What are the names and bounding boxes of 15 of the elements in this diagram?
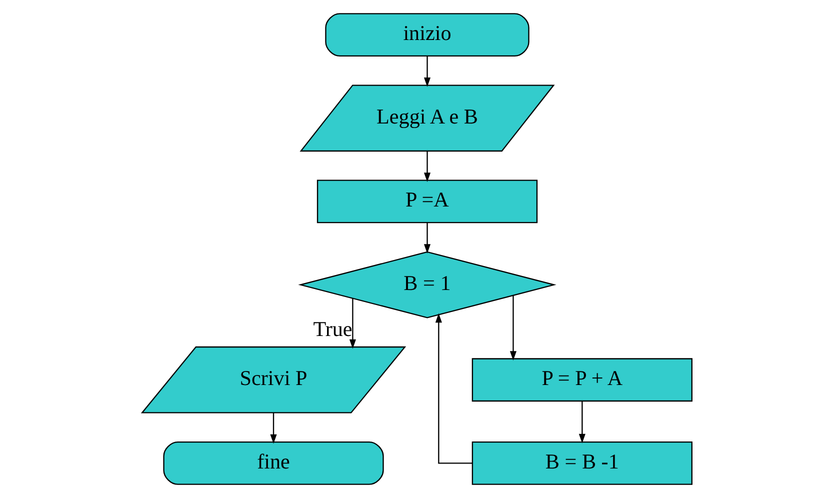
node-diamond: B = 1 [298, 250, 556, 318]
node-box: inizio [325, 12, 530, 56]
edge-label: True [313, 316, 352, 341]
arrow [424, 222, 431, 254]
node-box: P =A [316, 179, 538, 223]
arrow [435, 312, 472, 464]
arrow [424, 150, 431, 182]
node-box: fine [163, 440, 384, 484]
arrow [349, 298, 356, 348]
node-box: B = B -1 [472, 440, 692, 484]
node-box: P = P + A [472, 358, 692, 402]
arrow [424, 56, 431, 86]
arrow [510, 295, 516, 360]
arrow [270, 412, 277, 444]
arrow [578, 400, 586, 443]
